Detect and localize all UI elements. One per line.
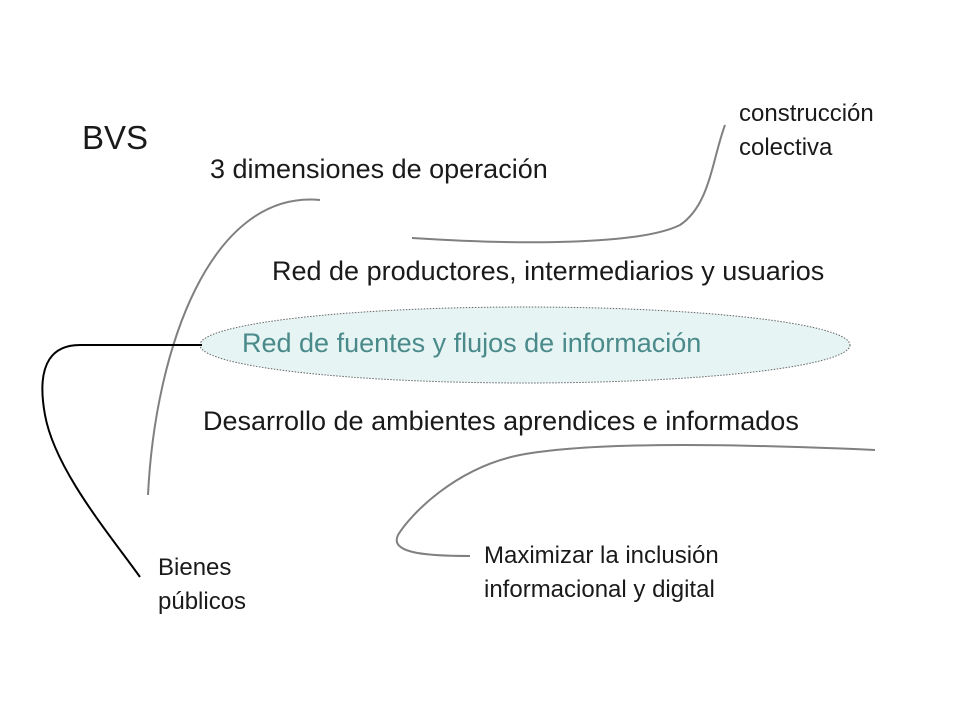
bienes-line-1: Bienes — [158, 554, 232, 581]
dimensions-label: 3 dimensiones de operación — [210, 154, 548, 184]
construccion-line-1: construcción — [739, 100, 874, 127]
dimension-productores: Red de productores, intermediarios y usu… — [272, 256, 825, 286]
dimension-ambientes: Desarrollo de ambientes aprendices e inf… — [203, 406, 799, 436]
maximizar-line-1: Maximizar la inclusión — [484, 542, 719, 569]
construccion-line-2: colectiva — [739, 134, 833, 161]
maximizar-connector — [395, 444, 876, 557]
construccion-connector — [411, 124, 726, 244]
slide-title: BVS — [82, 119, 149, 156]
maximizar-annotation: Maximizar la inclusión informacional y d… — [484, 539, 719, 607]
dimensions-connector — [147, 198, 321, 496]
bienes-annotation: Bienes públicos — [158, 551, 246, 619]
bienes-connector — [41, 344, 202, 578]
maximizar-line-2: informacional y digital — [484, 576, 715, 603]
dimension-fuentes: Red de fuentes y flujos de información — [242, 328, 702, 358]
bienes-line-2: públicos — [158, 588, 247, 615]
construccion-annotation: construcción colectiva — [739, 97, 874, 165]
